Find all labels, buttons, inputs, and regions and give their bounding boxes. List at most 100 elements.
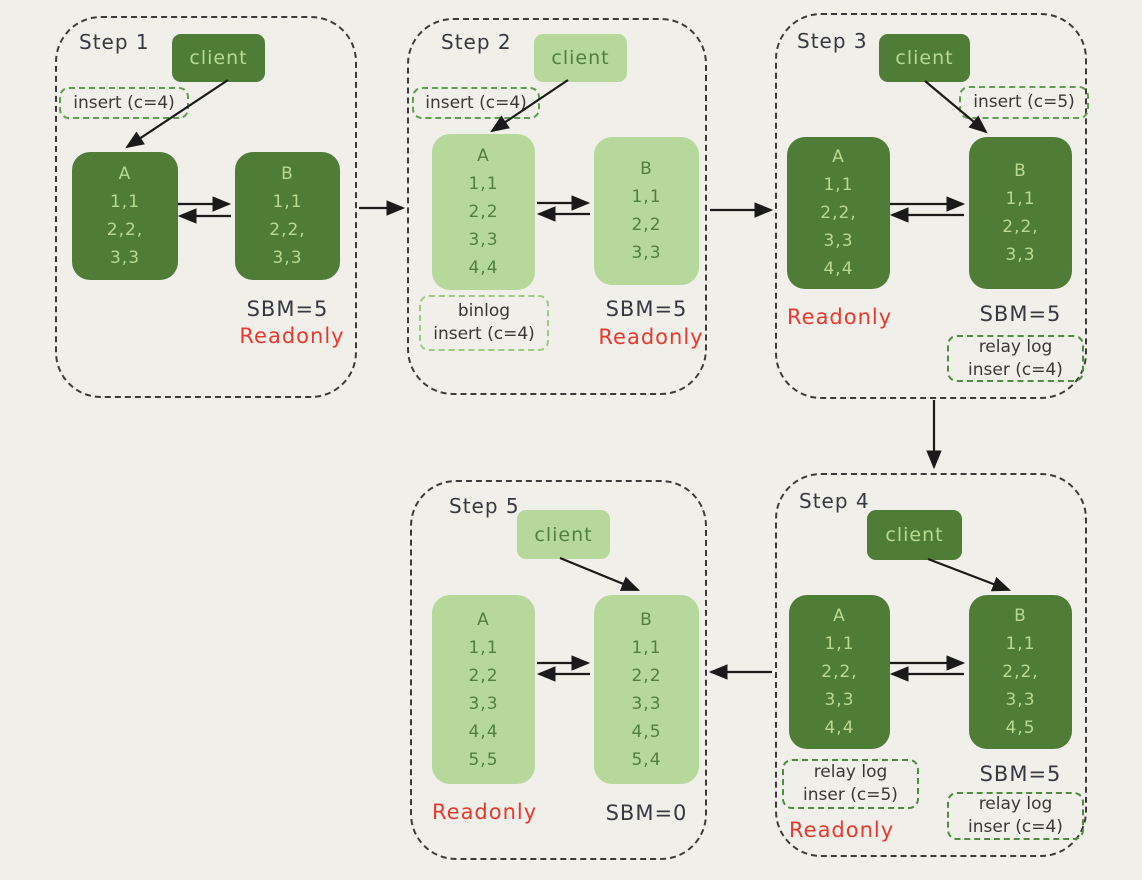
node-row: 1,1 <box>823 175 854 195</box>
node-row: 1,1 <box>1005 634 1036 654</box>
client-label: client <box>895 47 954 69</box>
node-row: 2,2 <box>631 665 662 686</box>
panel-step-3: Step 3 client insert (c=5) A 1,1 2,2, 3,… <box>775 13 1089 399</box>
panel-step-2: Step 2 client insert (c=4) A 1,1 2,2 3,3… <box>407 18 707 395</box>
client-node-step-4: client <box>867 510 962 560</box>
node-row: 2,2 <box>631 215 662 235</box>
node-row: 4,4 <box>823 259 854 279</box>
sbm-label-step-5: SBM=0 <box>605 801 688 825</box>
node-b-step-4: B 1,1 2,2, 3,3 4,5 <box>969 595 1072 749</box>
node-b-step-5: B 1,1 2,2 3,3 4,5 5,4 <box>594 595 699 784</box>
readonly-label-step-4: Readonly <box>789 818 895 842</box>
node-row: 3,3 <box>468 230 499 250</box>
panel-step-4: Step 4 client A 1,1 2,2, 3,3 4,4 B 1,1 2… <box>775 473 1087 857</box>
node-b-title: B <box>640 159 653 179</box>
node-row: 4,5 <box>1005 718 1036 738</box>
readonly-label-step-2: Readonly <box>598 325 704 349</box>
step-4-title: Step 4 <box>799 489 870 513</box>
node-row: 1,1 <box>272 192 303 212</box>
node-row: 5,4 <box>631 749 662 770</box>
node-b-title: B <box>1014 161 1027 181</box>
client-label: client <box>551 47 610 69</box>
client-label: client <box>885 524 944 546</box>
readonly-label-step-1: Readonly <box>239 324 345 348</box>
client-node-step-1: client <box>172 34 265 82</box>
insert-label-step-2: insert (c=4) <box>412 87 540 119</box>
node-row: 4,4 <box>468 721 499 742</box>
node-row: 1,1 <box>468 174 499 194</box>
node-a-step-2: A 1,1 2,2 3,3 4,4 <box>432 134 535 290</box>
client-node-step-3: client <box>879 34 970 82</box>
node-row: 3,3 <box>631 243 662 263</box>
readonly-label-step-5: Readonly <box>432 800 538 824</box>
sbm-label-step-1: SBM=5 <box>246 297 329 321</box>
relay-log-line-2: inser (c=4) <box>968 359 1063 380</box>
binlog-line-2: insert (c=4) <box>433 324 535 344</box>
node-row: 3,3 <box>1005 245 1036 265</box>
node-row: 4,4 <box>468 258 499 278</box>
node-b-title: B <box>281 164 294 184</box>
node-b-title: B <box>640 609 653 630</box>
node-row: 2,2 <box>468 202 499 222</box>
relay-log-line-1: relay log <box>978 336 1053 357</box>
node-row: 3,3 <box>272 248 303 268</box>
node-row: 4,5 <box>631 721 662 742</box>
client-node-step-5: client <box>517 510 610 559</box>
node-row: 3,3 <box>1005 690 1036 710</box>
insert-label-step-1: insert (c=4) <box>59 87 189 119</box>
node-row: 1,1 <box>824 634 855 654</box>
relay-log-line-2: inser (c=5) <box>803 785 898 805</box>
node-row: 3,3 <box>631 693 662 714</box>
client-label: client <box>534 523 593 546</box>
insert-label-text: insert (c=4) <box>73 92 175 113</box>
insert-label-text: insert (c=4) <box>425 92 527 113</box>
node-b-step-2: B 1,1 2,2 3,3 <box>594 137 699 285</box>
node-row: 3,3 <box>109 248 141 268</box>
node-a-title: A <box>833 606 846 626</box>
node-b-step-3: B 1,1 2,2, 3,3 <box>969 137 1072 289</box>
node-row: 2,2, <box>821 662 858 682</box>
node-row: 2,2, <box>1002 662 1039 682</box>
node-a-step-4: A 1,1 2,2, 3,3 4,4 <box>789 595 890 749</box>
node-row: 2,2 <box>468 665 499 686</box>
relay-log-line-1: relay log <box>813 762 888 782</box>
insert-label-step-3: insert (c=5) <box>959 86 1089 119</box>
node-row: 1,1 <box>1005 189 1036 209</box>
node-row: 3,3 <box>823 231 854 251</box>
relay-log-label-step-4-a: relay log inser (c=5) <box>782 759 919 809</box>
sbm-label-step-3: SBM=5 <box>979 302 1062 326</box>
insert-label-text: insert (c=5) <box>973 92 1075 112</box>
node-row: 1,1 <box>631 637 662 658</box>
node-a-title: A <box>477 146 490 166</box>
node-row: 2,2, <box>269 220 306 240</box>
relay-log-line-1: relay log <box>978 794 1053 814</box>
node-a-title: A <box>832 147 845 167</box>
node-a-step-3: A 1,1 2,2, 3,3 4,4 <box>787 137 890 289</box>
client-node-step-2: client <box>534 34 627 82</box>
node-a-step-5: A 1,1 2,2 3,3 4,4 5,5 <box>432 595 535 784</box>
node-row: 5,5 <box>468 749 499 770</box>
relay-log-label-step-4-b: relay log inser (c=4) <box>947 792 1084 840</box>
binlog-label-step-2: binlog insert (c=4) <box>419 295 549 351</box>
relay-log-line-2: inser (c=4) <box>968 817 1063 837</box>
node-row: 3,3 <box>824 690 855 710</box>
node-a-title: A <box>118 164 132 184</box>
node-a-title: A <box>477 609 490 630</box>
node-b-step-1: B 1,1 2,2, 3,3 <box>235 152 340 280</box>
sbm-label-step-4: SBM=5 <box>979 762 1062 786</box>
readonly-label-step-3: Readonly <box>787 305 893 329</box>
step-1-title: Step 1 <box>79 30 150 54</box>
node-row: 1,1 <box>109 192 141 212</box>
node-a-step-1: A 1,1 2,2, 3,3 <box>72 152 178 280</box>
node-row: 3,3 <box>468 693 499 714</box>
step-5-title: Step 5 <box>449 494 520 518</box>
binlog-line-1: binlog <box>457 301 511 321</box>
node-row: 1,1 <box>468 637 499 658</box>
panel-step-1: Step 1 client insert (c=4) A 1,1 2,2, 3,… <box>55 16 357 398</box>
node-row: 2,2, <box>1002 217 1039 237</box>
node-row: 4,4 <box>824 718 855 738</box>
node-b-title: B <box>1014 606 1027 626</box>
step-2-title: Step 2 <box>441 30 512 54</box>
client-label: client <box>189 47 248 69</box>
